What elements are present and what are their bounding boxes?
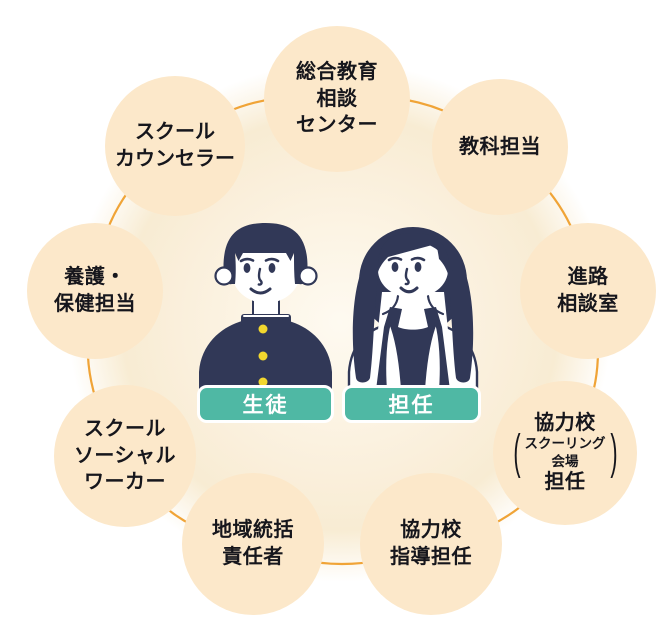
circle-label-line: 保健担当	[54, 293, 136, 315]
support-circle-school-counselor: スクール カウンセラー	[105, 76, 245, 216]
circle-label-line: 責任者	[222, 546, 284, 568]
circle-label-line: 協力校	[400, 519, 462, 542]
support-circle-health-care: 養護・ 保健担当	[27, 223, 163, 359]
support-circle-school-social-worker: スクール ソーシャル ワーカー	[54, 385, 196, 527]
circle-label-line: スクール	[135, 121, 215, 144]
circle-label-line: ワーカー	[84, 471, 166, 494]
teacher-badge-label: 担任	[388, 394, 435, 417]
circle-label-line: センター	[296, 114, 378, 137]
circle-label-line: 総合教育	[296, 60, 378, 83]
paren-group: ( スクーリング 会場 )	[509, 425, 622, 479]
circle-label-line: 相談室	[557, 293, 619, 315]
circle-label-line: スクーリング	[524, 436, 606, 452]
circle-label-line: 指導担任	[390, 546, 472, 568]
circle-label-line: 進路	[567, 266, 609, 289]
circle-label-line: 相談	[316, 87, 358, 110]
support-circle-general-education-center: 総合教育 相談 センター	[264, 26, 410, 172]
support-circle-subject-teacher: 教科担当	[432, 79, 568, 215]
circle-label-line: 協力校	[534, 411, 596, 434]
support-circle-regional-manager: 地域統括 責任者	[182, 473, 324, 615]
support-circle-career-room: 進路 相談室	[520, 223, 656, 359]
paren-open: (	[512, 425, 521, 479]
circle-label-line: 教科担当	[459, 135, 541, 158]
support-circle-cooperating-school-guidance: 協力校 指導担任	[360, 473, 502, 615]
student-figure	[199, 223, 332, 390]
circle-label-line: ソーシャル	[73, 444, 177, 467]
circle-label-line: カウンセラー	[115, 148, 235, 170]
paren-close: )	[609, 425, 618, 479]
circle-label-line: 担任	[544, 471, 586, 494]
student-badge-label: 生徒	[242, 394, 289, 417]
student-badge: 生徒	[197, 385, 334, 423]
circle-label-line: 会場	[551, 453, 579, 469]
support-circle-cooperating-school-homeroom: 協力校 ( スクーリング 会場 ) 担任	[493, 381, 637, 525]
circle-label-line: 養護・	[64, 266, 126, 289]
teacher-figure	[347, 227, 479, 390]
teacher-badge: 担任	[342, 385, 481, 423]
circle-label-line: スクール	[84, 417, 166, 440]
circle-label-line: 地域統括	[212, 519, 294, 542]
